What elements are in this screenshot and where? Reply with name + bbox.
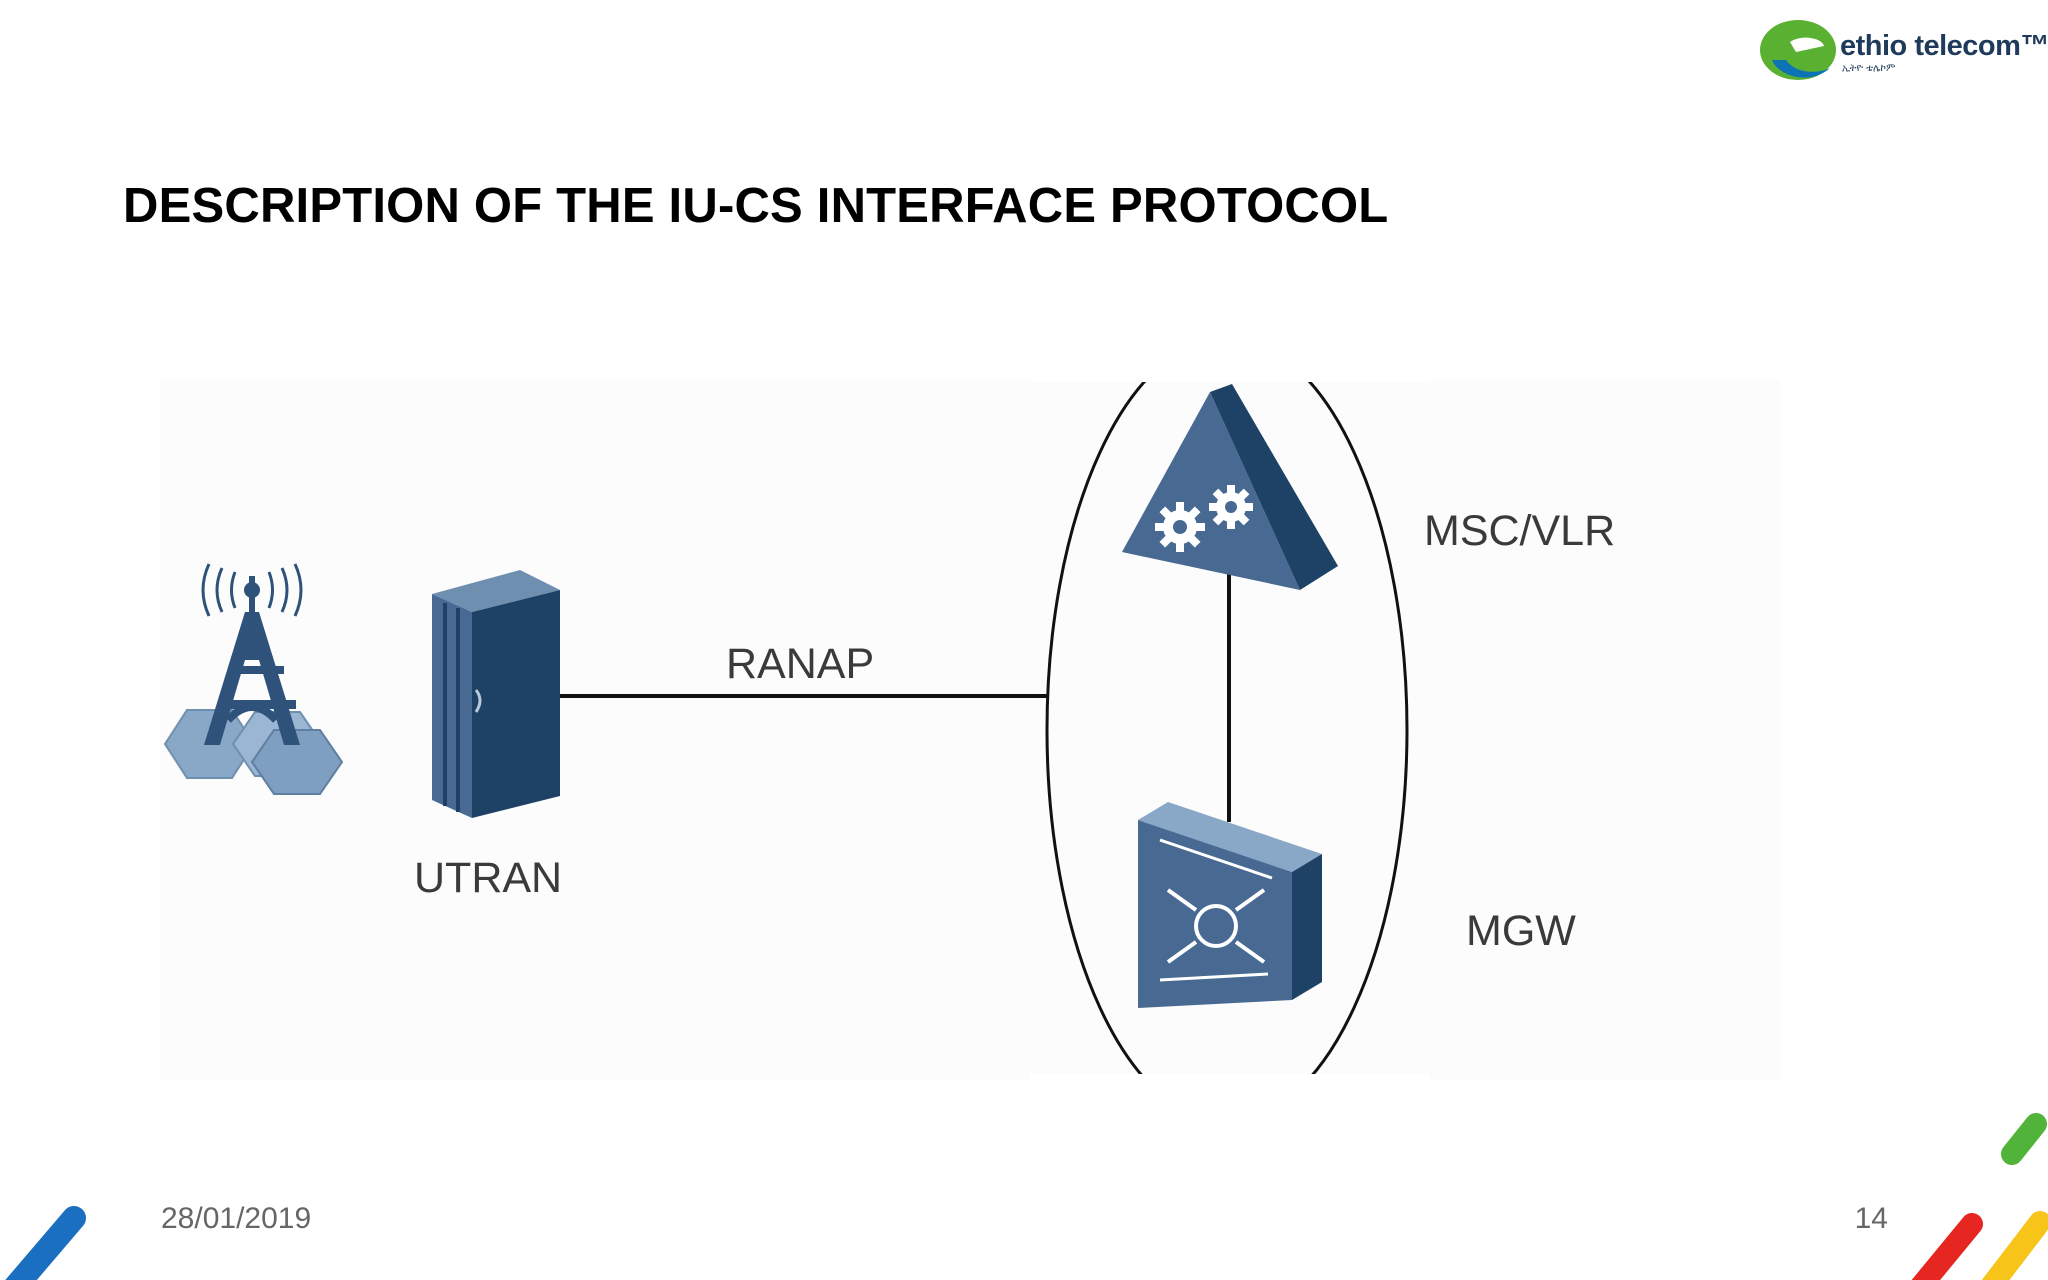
msc-vlr-label: MSC/VLR xyxy=(1424,507,1615,555)
logo-wordmark: ethio telecom™ xyxy=(1840,30,2048,62)
ethio-telecom-logo: ethio telecom™ ኢትዮ ቴሌኮም xyxy=(1756,16,2048,88)
logo-amharic-wordmark: ኢትዮ ቴሌኮም xyxy=(1842,63,1896,74)
gear-triangle-icon xyxy=(1122,384,1338,590)
diagram-background xyxy=(160,380,1780,1080)
slide-title: DESCRIPTION OF THE IU-CS INTERFACE PROTO… xyxy=(123,179,1389,233)
logo-swoosh-icon xyxy=(1760,20,1836,80)
ranap-label: RANAP xyxy=(726,640,874,688)
decorative-stripes xyxy=(5,1113,2048,1280)
antenna-tower-icon xyxy=(163,563,344,795)
utran-label: UTRAN xyxy=(414,854,562,902)
cabinet-icon xyxy=(432,570,560,818)
switch-icon xyxy=(1138,802,1322,1008)
footer-date: 28/01/2019 xyxy=(161,1202,312,1235)
page-number: 14 xyxy=(1854,1202,1888,1235)
mgw-label: MGW xyxy=(1466,907,1576,955)
